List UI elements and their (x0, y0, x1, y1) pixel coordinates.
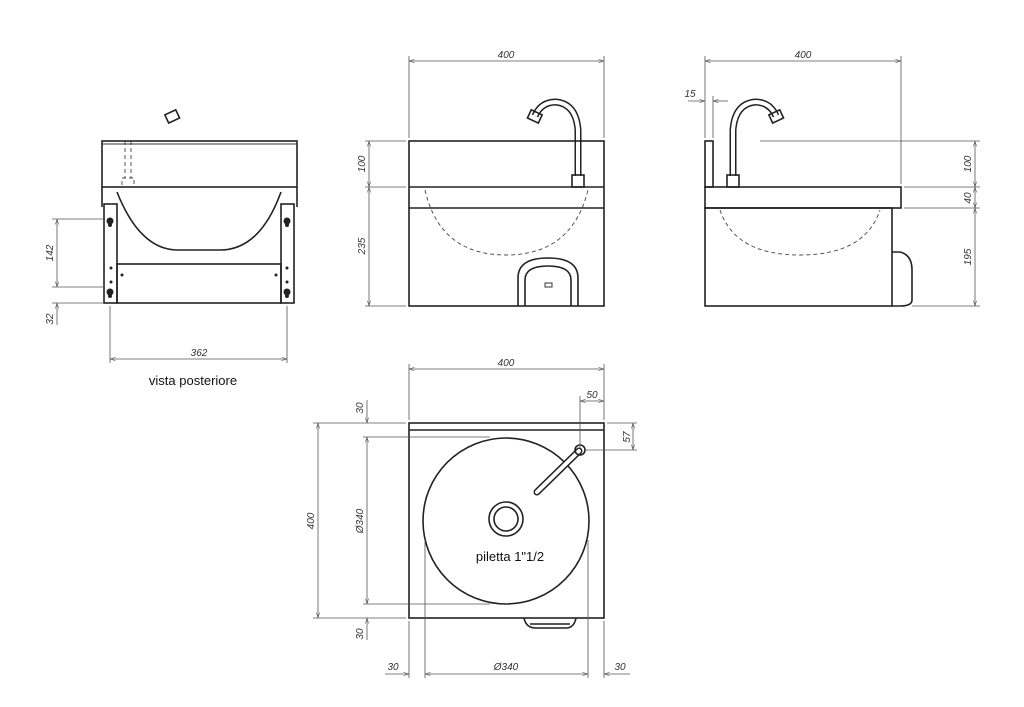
dim-235: 235 (357, 237, 368, 255)
bowl (422, 437, 590, 605)
faucet-spout (731, 99, 778, 176)
faucet-spout (535, 449, 581, 494)
dim-30-right: 30 (614, 662, 626, 673)
dim-30-bottom: 30 (355, 628, 366, 640)
knee-valve (892, 251, 913, 307)
backsplash (704, 140, 714, 188)
drain-label: piletta 1"1/2 (476, 549, 544, 564)
bracket-right (280, 203, 295, 304)
dim-362: 362 (191, 348, 208, 359)
rear-view: 142 32 362 vista posteriore (45, 95, 298, 388)
knee-valve (523, 617, 577, 629)
sink-body (704, 207, 893, 307)
rear-view-caption: vista posteriore (149, 373, 237, 388)
dim-100: 100 (963, 155, 974, 172)
side-view: 400 15 100 40 195 (684, 50, 980, 307)
sink-body (408, 140, 605, 307)
dim-bowl-diameter-h: Ø340 (493, 662, 519, 673)
bracket-left (103, 203, 118, 304)
dim-400: 400 (498, 358, 515, 369)
bowl (116, 191, 282, 251)
dim-142: 142 (45, 244, 56, 261)
dim-32: 32 (45, 313, 56, 325)
knee-valve (517, 257, 579, 306)
top-view: 400 50 57 400 Ø340 30 30 30 Ø340 30 pile… (306, 358, 637, 678)
drain (488, 501, 524, 537)
dim-15: 15 (684, 89, 696, 100)
sink-top (101, 140, 298, 188)
dim-100: 100 (357, 155, 368, 172)
crossbar (116, 263, 282, 304)
front-view: 400 100 235 (357, 50, 605, 307)
aerator (163, 108, 181, 125)
dim-195: 195 (963, 248, 974, 265)
dim-50: 50 (586, 390, 598, 401)
rim (704, 186, 902, 209)
dim-40: 40 (963, 192, 974, 204)
dim-bowl-diameter-v: Ø340 (355, 508, 366, 534)
sink-outline (408, 422, 605, 619)
dim-57: 57 (622, 431, 633, 443)
dim-30-left: 30 (387, 662, 399, 673)
dim-400-depth: 400 (306, 512, 317, 529)
bowl-hidden (424, 189, 589, 256)
dim-400: 400 (795, 50, 812, 61)
faucet-spout (533, 99, 580, 176)
dim-400: 400 (498, 50, 515, 61)
dim-30-top: 30 (355, 402, 366, 414)
